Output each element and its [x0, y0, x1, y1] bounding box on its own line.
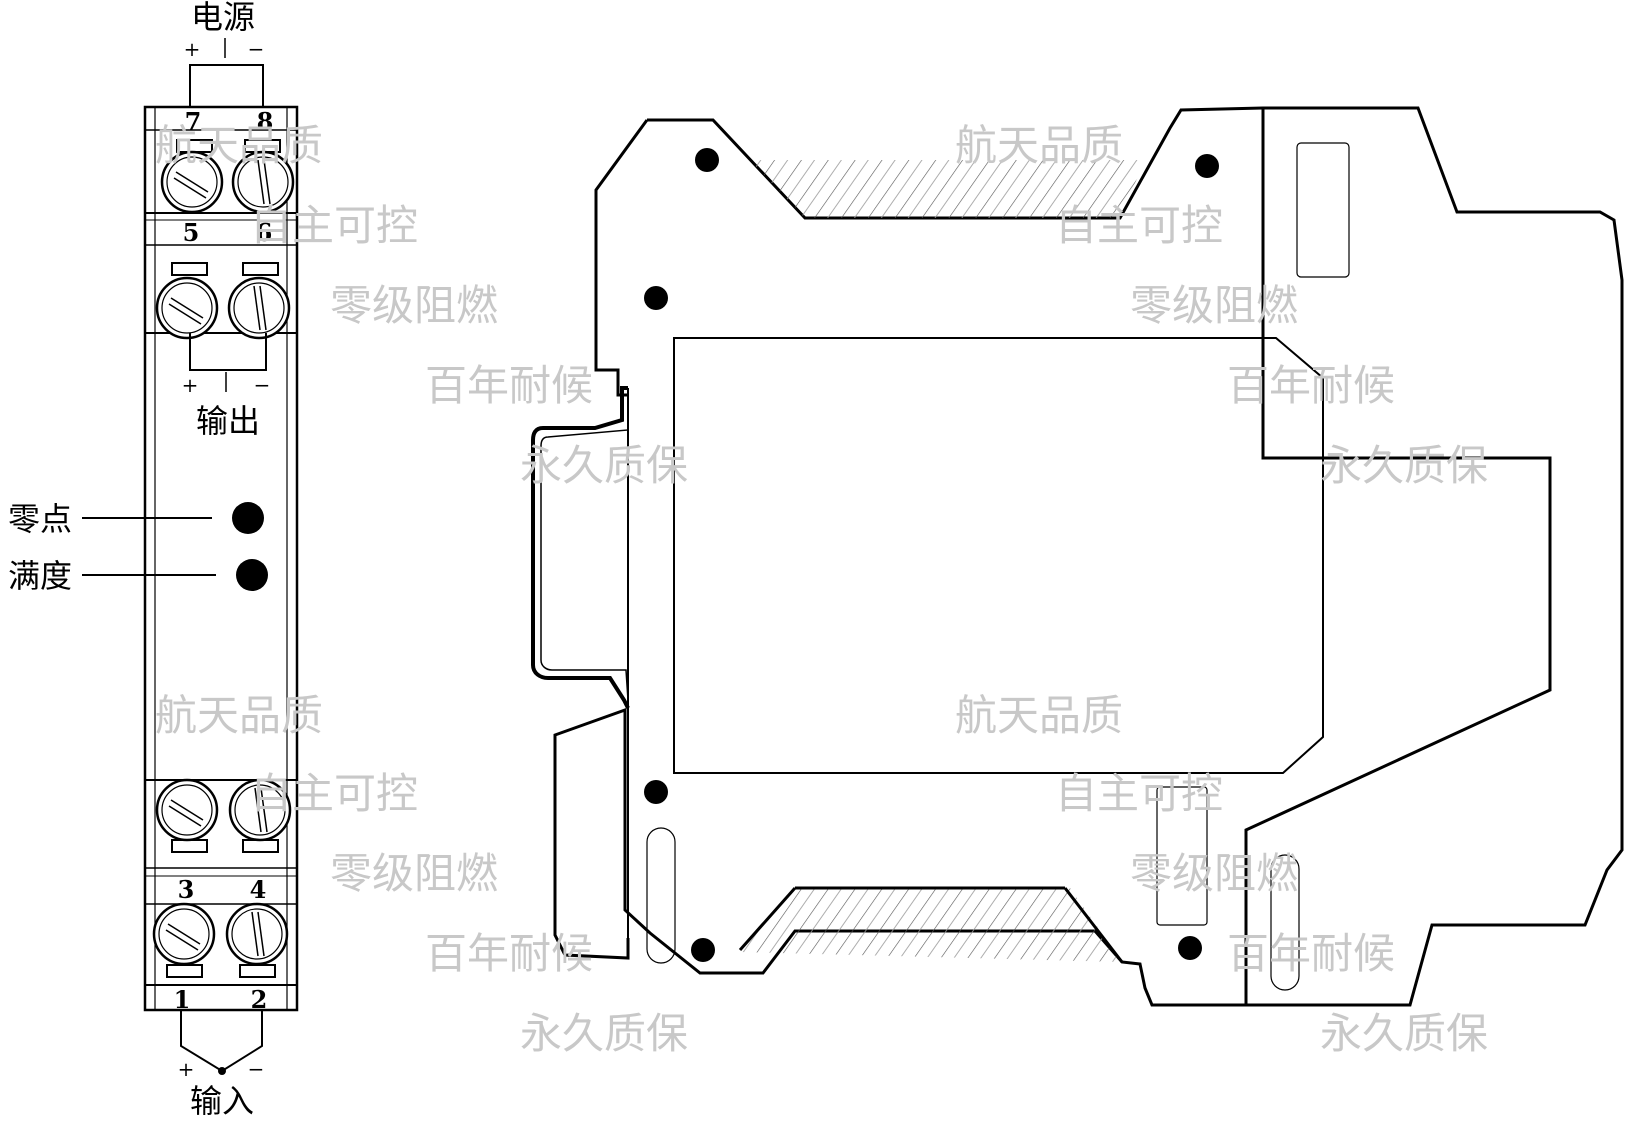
terminal-8: 8	[257, 107, 274, 136]
watermark: 航天品质	[155, 121, 323, 170]
screw-terminal-6	[227, 276, 291, 340]
housing-left-edge	[594, 119, 649, 397]
housing-outline	[553, 106, 1624, 1007]
watermark: 永久质保	[520, 441, 688, 490]
cover-window	[1296, 142, 1350, 278]
output-label: 输出	[196, 402, 260, 440]
mount-hole	[644, 780, 668, 804]
label-panel	[673, 337, 1324, 774]
watermark: 零级阻燃	[1130, 281, 1298, 330]
terminal-7: 7	[185, 107, 202, 136]
watermark: 零级阻燃	[330, 849, 498, 898]
bottom-vent-edge	[738, 887, 797, 951]
watermark: 航天品质	[155, 691, 323, 740]
screw-terminal-3	[152, 902, 216, 966]
input-label: 输入	[190, 1082, 254, 1120]
top-vent	[750, 160, 1145, 218]
slot-window	[166, 964, 203, 978]
right-cover	[1244, 108, 1552, 1005]
slot-window	[239, 964, 276, 978]
watermark: 自主可控	[1055, 201, 1223, 250]
terminal-3: 3	[178, 875, 195, 904]
watermark: 自主可控	[250, 201, 418, 250]
mount-hole	[691, 938, 715, 962]
housing-oval-slot	[646, 827, 676, 964]
terminal-4: 4	[250, 875, 267, 904]
screw-terminal-b	[228, 778, 292, 842]
din-rail-clip	[531, 386, 630, 709]
screw-terminal-5	[155, 276, 219, 340]
slot-window	[242, 262, 279, 276]
watermark: 零级阻燃	[330, 281, 498, 330]
output-plus: +	[182, 373, 199, 397]
watermark: 航天品质	[955, 121, 1123, 170]
input-plus: +	[178, 1057, 195, 1081]
watermark: 自主可控	[250, 769, 418, 818]
watermark: 航天品质	[955, 691, 1123, 740]
span-label: 满度	[8, 557, 72, 595]
power-plus: +	[184, 37, 201, 61]
output-minus: −	[254, 373, 271, 397]
screw-terminal-a	[155, 778, 219, 842]
front-view	[82, 38, 299, 1075]
watermark: 永久质保	[1320, 1009, 1488, 1058]
terminal-1: 1	[174, 985, 191, 1014]
screw-terminal-7	[160, 150, 224, 214]
watermark: 永久质保	[520, 1009, 688, 1058]
input-minus: −	[248, 1057, 265, 1081]
bottom-vent-edge	[1063, 887, 1124, 963]
watermark: 零级阻燃	[1130, 849, 1298, 898]
watermark: 百年耐候	[425, 929, 593, 978]
zero-label: 零点	[8, 500, 72, 538]
mount-hole	[644, 286, 668, 310]
output-wire	[189, 333, 267, 371]
power-minus: −	[248, 37, 265, 61]
din-rail-clip-inner	[540, 393, 629, 701]
mount-hole	[1178, 936, 1202, 960]
terminal-2: 2	[251, 985, 268, 1014]
bottom-vent	[740, 888, 1122, 962]
screw-terminal-8	[231, 150, 295, 214]
span-pot	[236, 559, 268, 591]
cover-oval-slot	[1270, 854, 1300, 991]
slot-window	[242, 839, 279, 853]
watermark: 百年耐候	[1227, 361, 1395, 410]
power-wire	[189, 64, 264, 108]
module-front-body	[143, 105, 299, 1012]
watermark: 永久质保	[1320, 441, 1488, 490]
watermark: 百年耐候	[425, 361, 593, 410]
input-node	[218, 1067, 226, 1075]
slot-window	[171, 839, 208, 853]
terminal-6: 6	[256, 218, 273, 247]
cover-window-lower	[1156, 786, 1208, 926]
slot-window	[171, 262, 208, 276]
mount-hole	[695, 148, 719, 172]
mount-hole	[1195, 154, 1219, 178]
screw-terminal-4	[225, 902, 289, 966]
watermark: 百年耐候	[1227, 929, 1395, 978]
power-label: 电源	[191, 0, 255, 36]
side-view	[531, 106, 1624, 1007]
watermarks: 航天品质 自主可控 零级阻燃 百年耐候 永久质保 航天品质 自主可控 零级阻燃 …	[155, 121, 1488, 1058]
front-labels: 7 8 5 6 3 4 1 2 电源 + − + − 输出 零点 满度 + − …	[8, 0, 273, 1120]
zero-pot	[232, 502, 264, 534]
watermark: 自主可控	[1055, 769, 1223, 818]
terminal-5: 5	[183, 218, 200, 247]
